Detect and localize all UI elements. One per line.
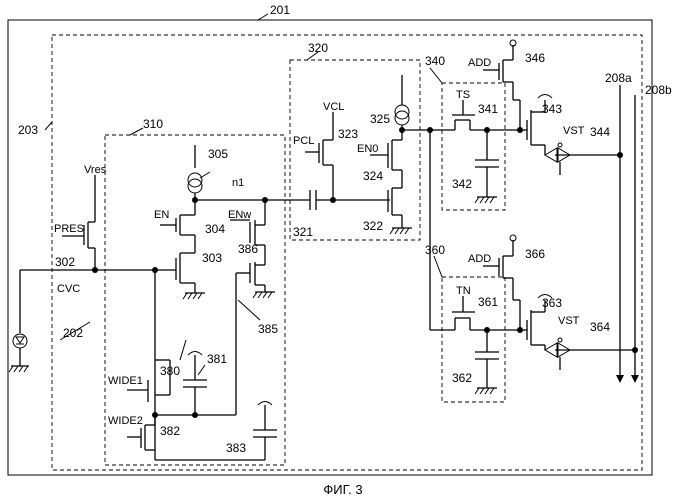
pixel-frame-201	[8, 20, 652, 475]
signal-ts: TS	[456, 89, 470, 101]
transistor-303	[155, 253, 205, 299]
capacitor-383	[253, 402, 277, 461]
signal-tn: TN	[456, 285, 471, 297]
label-302: 302	[55, 255, 75, 269]
label-208b: 208b	[645, 83, 672, 97]
label-361: 361	[478, 295, 498, 309]
signal-pres: PRES	[54, 223, 84, 235]
label-321: 321	[293, 225, 313, 239]
signal-en0: EN0	[357, 143, 378, 155]
label-344: 344	[590, 125, 610, 139]
signal-vst-bottom: VST	[558, 315, 580, 327]
signal-wide1: WIDE1	[108, 375, 143, 387]
transistor-323	[305, 112, 333, 200]
label-343: 343	[542, 102, 562, 116]
transistor-304	[160, 200, 195, 253]
block-320	[290, 60, 420, 240]
label-380: 380	[160, 364, 180, 378]
label-320: 320	[308, 41, 328, 55]
signal-cvc: CVC	[57, 283, 80, 295]
capacitor-321	[310, 190, 390, 210]
label-381: 381	[207, 352, 227, 366]
signal-n1: n1	[232, 177, 244, 189]
label-363: 363	[542, 296, 562, 310]
label-383: 383	[226, 441, 246, 455]
figure-caption: ФИГ. 3	[323, 482, 362, 497]
signal-vst-top: VST	[563, 125, 585, 137]
current-source-325	[395, 75, 409, 130]
current-source-305	[188, 145, 202, 200]
signal-vres: Vres	[84, 164, 107, 176]
capacitor-362	[475, 330, 499, 394]
label-208a: 208a	[605, 71, 632, 85]
transistor-366	[483, 235, 520, 330]
label-340: 340	[425, 54, 445, 68]
label-364: 364	[590, 320, 610, 334]
label-325: 325	[370, 112, 390, 126]
switch-344	[545, 143, 623, 175]
label-323: 323	[338, 127, 358, 141]
unit-frame-203	[52, 35, 642, 470]
label-342: 342	[452, 177, 472, 191]
label-305: 305	[208, 147, 228, 161]
label-304: 304	[205, 222, 225, 236]
label-341: 341	[478, 102, 498, 116]
label-360: 360	[425, 243, 445, 257]
label-201: 201	[270, 3, 290, 17]
label-324: 324	[363, 169, 383, 183]
signal-wide2: WIDE2	[108, 415, 143, 427]
capacitor-342	[475, 130, 499, 203]
label-310: 310	[143, 117, 163, 131]
label-346: 346	[525, 51, 545, 65]
signal-add-top: ADD	[468, 57, 491, 69]
label-362: 362	[452, 371, 472, 385]
photodiode-202	[9, 270, 155, 372]
label-203: 203	[18, 123, 38, 137]
signal-vcl: VCL	[323, 101, 344, 113]
transistor-322	[388, 188, 412, 234]
capacitor-381	[183, 352, 207, 416]
signal-add-bottom: ADD	[468, 253, 491, 265]
label-366: 366	[525, 247, 545, 261]
label-386: 386	[238, 242, 258, 256]
signal-line-208a	[616, 85, 624, 383]
signal-en: EN	[154, 209, 169, 221]
label-385: 385	[258, 322, 278, 336]
label-322: 322	[363, 219, 383, 233]
signal-enw: ENw	[228, 209, 251, 221]
label-303: 303	[202, 251, 222, 265]
signal-line-208b	[631, 95, 639, 383]
signal-pcl: PCL	[293, 135, 314, 147]
transistor-346	[483, 40, 520, 130]
label-202: 202	[63, 326, 83, 340]
switch-364	[545, 338, 638, 370]
label-382: 382	[160, 424, 180, 438]
